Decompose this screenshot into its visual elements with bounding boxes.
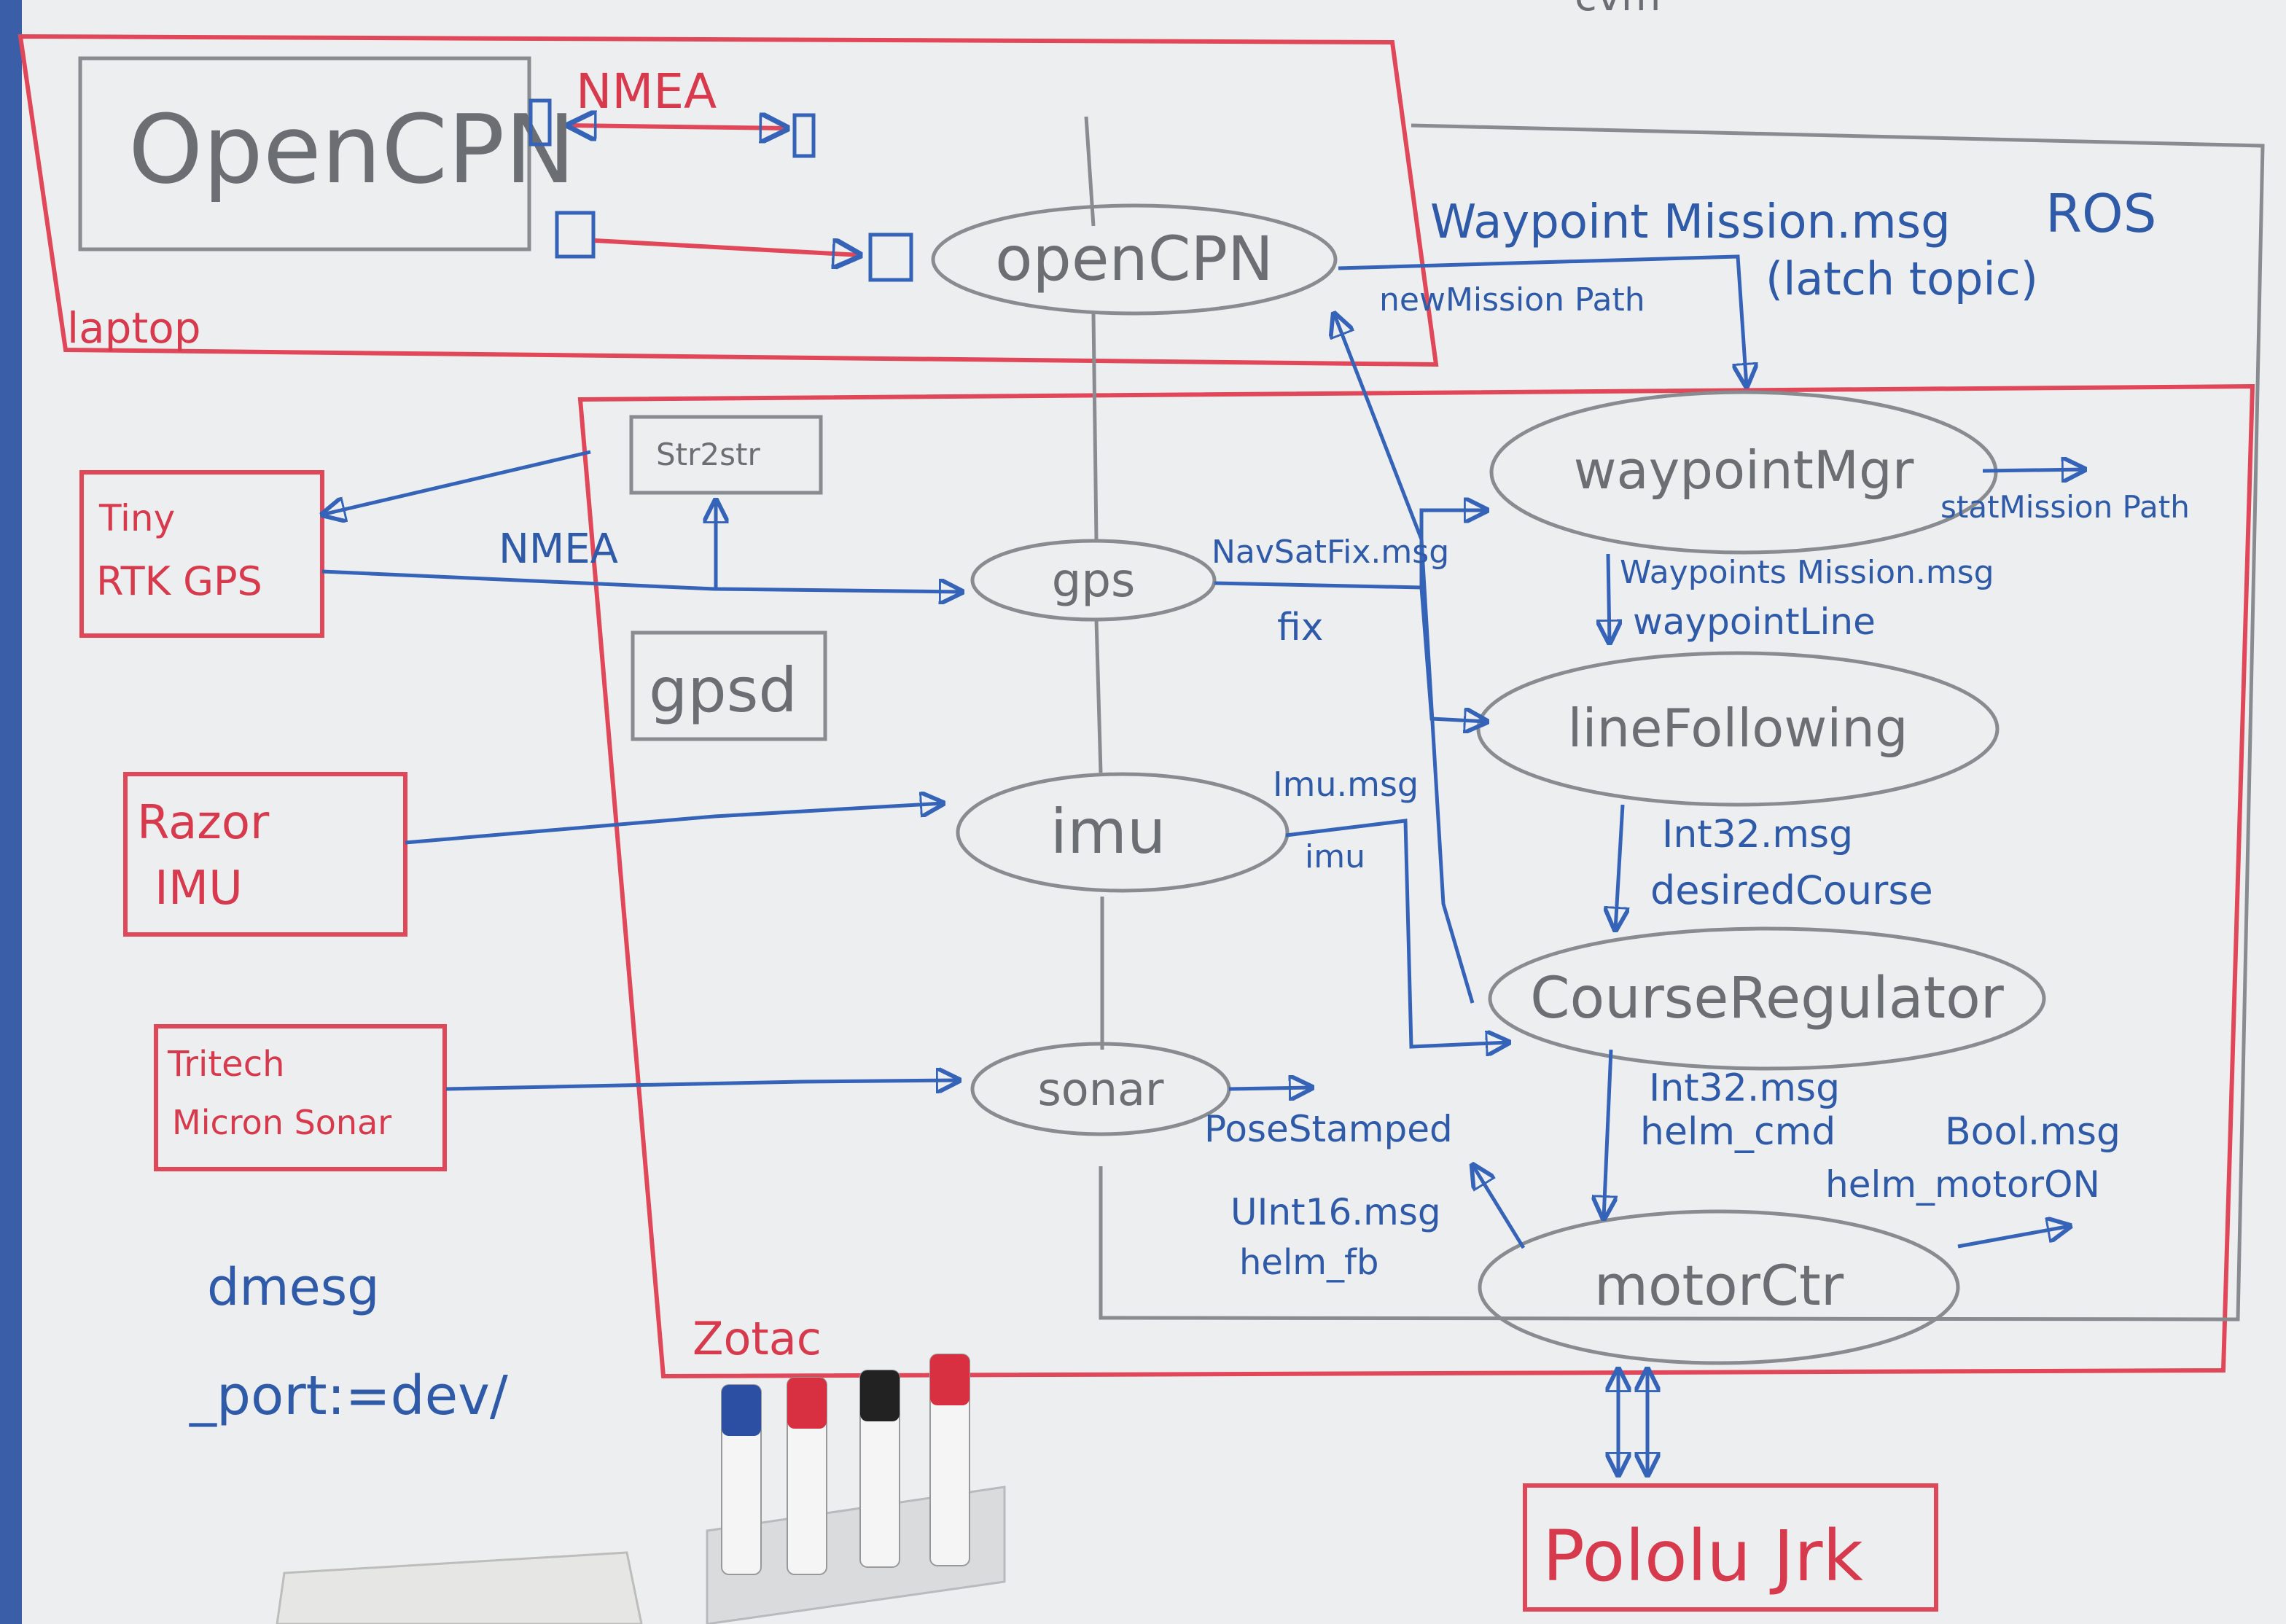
arrow-gps-to-waypointmgr [1214,510,1487,590]
imu-msg-label: Imu.msg [1273,765,1419,804]
node-course-regulator-label: CourseRegulator [1530,966,2005,1031]
zotac-box [577,383,2255,1379]
gpsd-label: gpsd [649,655,797,726]
node-motor-ctr-label: motorCtr [1594,1253,1844,1318]
desired-course-label: desiredCourse [1650,867,1933,913]
serial-port-left-top [528,98,552,147]
waypoint-mission-msg-label: Waypoint Mission.msg [1430,195,1951,249]
node-imu-label: imu [1050,796,1166,867]
tiny-rtk-gps-box [79,470,324,638]
board-frame-edge [0,0,22,1624]
laptop-label: laptop [67,303,201,353]
arrow-path-to-opencpn [1334,313,1475,1004]
opencpn-app-box [78,56,531,251]
ros-box [1099,123,2265,1322]
arrow-razor-to-imu [405,803,943,845]
arrow-rtk-to-gps [321,569,962,592]
tiny-rtk-gps-line1: Tiny [98,497,175,539]
serial-port-right-bottom [868,233,913,282]
uint16-msg-label: UInt16.msg [1230,1191,1441,1233]
stat-mission-path-label: statMission Path [1940,489,2190,525]
note-dmesg: dmesg [207,1257,380,1317]
serial-port-left-bottom [555,211,596,259]
opencpn-app-label: OpenCPN [128,94,576,205]
gpsd-box [631,631,827,741]
latch-topic-label: (latch topic) [1766,252,2038,305]
str2str-box [629,415,823,495]
nmea-link-top [569,125,787,128]
arrow-waypointmgr-to-linefollowing [1608,553,1610,643]
node-sonar-label: sonar [1037,1063,1164,1116]
top-partial-text: cvm [1575,0,1661,20]
eraser [276,1551,643,1624]
razor-imu-box [123,772,407,937]
tritech-sonar-line1: Tritech [167,1044,285,1085]
helm-cmd-label: helm_cmd [1640,1110,1836,1154]
node-motor-ctr [1478,1209,1960,1365]
razor-imu-line2: IMU [155,862,243,916]
razor-imu-line1: Razor [137,796,270,850]
tiny-rtk-gps-line2: RTK GPS [96,558,262,604]
serial-port-right-top [792,113,816,158]
node-spine-line [1084,116,1104,1050]
arrow-opencpn-to-waypointmgr [1338,254,1747,386]
bool-msg-label: Bool.msg [1945,1110,2121,1154]
pose-stamped-label: PoseStamped [1204,1108,1453,1150]
node-opencpn [931,203,1338,316]
zotac-label: Zotac [693,1312,822,1365]
fix-label: fix [1277,606,1324,649]
int32-msg-2-label: Int32.msg [1649,1066,1840,1110]
nmea-top-label: NMEA [576,63,717,120]
laptop-box [17,34,1439,367]
serial-link-bottom [594,241,860,255]
arrow-courseregulator-to-motorctr [1604,1049,1611,1219]
note-port: _port:=dev/ [189,1365,508,1427]
arrow-motorctr-to-helmfb [1472,1165,1526,1249]
arrow-sonar-out [1228,1088,1312,1089]
waypoints-mission-msg-label: Waypoints Mission.msg [1620,554,1994,591]
int32-msg-1-label: Int32.msg [1662,813,1853,856]
arrow-waypointmgr-out [1982,469,2085,471]
helm-fb-label: helm_fb [1239,1242,1378,1283]
navsatfix-msg-label: NavSatFix.msg [1212,534,1449,571]
node-opencpn-label: openCPN [995,223,1273,294]
node-imu [956,772,1290,893]
arrow-gps-to-linefollowing [1419,587,1487,722]
imu-topic-label: imu [1305,838,1365,875]
arrow-imu-to-courseregulator [1285,819,1509,1047]
tritech-sonar-box [154,1024,447,1171]
pololu-jrk-box [1523,1483,1938,1612]
node-line-following-label: lineFollowing [1567,698,1908,759]
arrow-str2str-to-rtk [322,450,591,515]
arrow-tritech-to-sonar [445,1080,959,1089]
new-mission-path-label: newMission Path [1379,281,1645,319]
str2str-label: Str2str [656,437,760,472]
node-course-regulator [1488,926,2046,1071]
pololu-jrk-label: Pololu Jrk [1542,1515,1863,1597]
waypoint-line-label: waypointLine [1633,601,1876,643]
nmea-gps-label: NMEA [499,526,618,573]
arrow-linefollowing-to-courseregulator [1615,804,1623,930]
node-gps [970,539,1217,622]
arrow-motorctr-out [1957,1226,2070,1249]
ros-label: ROS [2045,183,2156,244]
marker-tray [706,1354,1006,1624]
helm-motor-on-label: helm_motorON [1825,1163,2100,1206]
node-gps-label: gps [1052,554,1136,608]
tritech-sonar-line2: Micron Sonar [172,1103,391,1142]
node-waypoint-mgr-label: waypointMgr [1574,440,1914,501]
